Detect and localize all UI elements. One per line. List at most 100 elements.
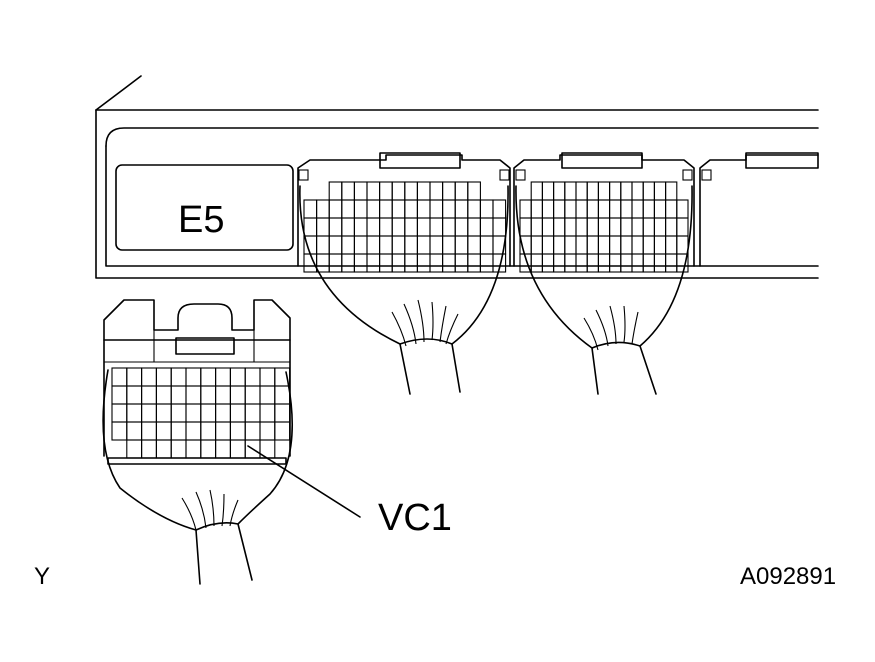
terminal-cavity (353, 181, 368, 201)
terminal-cavity (416, 181, 431, 201)
terminal-cavity (642, 235, 655, 255)
terminal-cavity (541, 235, 555, 255)
terminal-cavity (391, 253, 406, 273)
terminal-cavity (631, 253, 644, 273)
terminal-cavity (126, 385, 143, 405)
terminal-cavity (597, 181, 611, 201)
terminal-cavity (653, 235, 667, 255)
terminal-cavity (126, 439, 143, 459)
terminal-cavity (259, 385, 276, 405)
terminal-cavity (553, 253, 566, 273)
terminal-cavity (586, 181, 599, 201)
terminal-cavity (575, 217, 588, 237)
terminal-cavity (479, 217, 494, 237)
terminal-cavity (366, 253, 381, 273)
terminal-cavity (366, 199, 381, 219)
terminal-cavity (530, 235, 543, 255)
terminal-cavity (519, 199, 532, 219)
terminal-cavity (631, 235, 644, 255)
terminal-cavity (303, 217, 318, 237)
connector-label-vc1: VC1 (378, 497, 452, 539)
terminal-cavity (553, 181, 566, 201)
terminal-cavity (665, 253, 678, 273)
terminal-cavity (553, 199, 566, 219)
terminal-cavity (676, 217, 689, 237)
vc1-leader-line (247, 445, 361, 518)
terminal-cavity (631, 199, 644, 219)
terminal-cavity (676, 199, 689, 219)
terminal-cavity (586, 217, 599, 237)
terminal-cavity (379, 181, 393, 201)
terminal-cavity (200, 439, 217, 459)
terminal-cavity (341, 253, 355, 273)
terminal-cavity (479, 253, 494, 273)
terminal-cavity (328, 253, 343, 273)
terminal-cavity (274, 421, 291, 441)
terminal-cavity (215, 439, 231, 459)
terminal-cavity (631, 217, 644, 237)
terminal-cavity (111, 385, 128, 405)
terminal-cavity (575, 199, 588, 219)
terminal-cavity (586, 235, 599, 255)
terminal-cavity (303, 199, 318, 219)
terminal-cavity (259, 403, 276, 423)
terminal-cavity (244, 385, 261, 405)
ecu-connector-socket-2 (513, 152, 695, 273)
terminal-cavity (429, 253, 444, 273)
terminal-cavity (366, 235, 381, 255)
terminal-cavity (429, 181, 444, 201)
terminal-cavity (404, 199, 418, 219)
terminal-cavity (328, 235, 343, 255)
terminal-cavity (244, 403, 261, 423)
vc1-harness-connector (102, 299, 294, 585)
terminal-cavity (316, 253, 330, 273)
terminal-cavity (665, 217, 678, 237)
terminal-cavity (111, 403, 128, 423)
terminal-cavity (620, 181, 633, 201)
terminal-cavity (541, 253, 555, 273)
terminal-cavity (454, 253, 469, 273)
figure-code-label: A092891 (740, 563, 836, 590)
terminal-cavity (391, 181, 406, 201)
terminal-cavity (200, 403, 217, 423)
terminal-cavity (215, 403, 231, 423)
terminal-cavity (229, 421, 246, 441)
terminal-cavity (316, 217, 330, 237)
terminal-cavity (609, 217, 622, 237)
e5-label-panel (115, 164, 294, 251)
terminal-cavity (586, 253, 599, 273)
terminal-cavity (467, 235, 481, 255)
terminal-cavity (429, 235, 444, 255)
terminal-cavity (676, 235, 689, 255)
terminal-cavity (442, 235, 456, 255)
terminal-cavity (454, 199, 469, 219)
terminal-cavity (215, 385, 231, 405)
terminal-cavity (467, 253, 481, 273)
terminal-cavity (642, 217, 655, 237)
terminal-cavity (111, 421, 128, 441)
terminal-cavity (642, 253, 655, 273)
terminal-cavity (244, 367, 261, 387)
terminal-cavity (653, 181, 667, 201)
terminal-cavity (141, 439, 157, 459)
terminal-cavity (353, 217, 368, 237)
terminal-cavity (541, 199, 555, 219)
terminal-cavity (467, 181, 481, 201)
terminal-cavity (155, 439, 172, 459)
terminal-cavity (353, 199, 368, 219)
terminal-cavity (416, 217, 431, 237)
terminal-cavity (467, 217, 481, 237)
terminal-cavity (642, 181, 655, 201)
terminal-cavity (631, 181, 644, 201)
terminal-cavity (429, 217, 444, 237)
terminal-cavity (185, 439, 202, 459)
terminal-cavity (185, 403, 202, 423)
terminal-cavity (620, 235, 633, 255)
terminal-cavity (259, 367, 276, 387)
terminal-cavity (379, 199, 393, 219)
terminal-cavity (215, 421, 231, 441)
terminal-cavity (442, 217, 456, 237)
terminal-cavity (575, 181, 588, 201)
terminal-cavity (170, 421, 187, 441)
terminal-cavity (404, 253, 418, 273)
